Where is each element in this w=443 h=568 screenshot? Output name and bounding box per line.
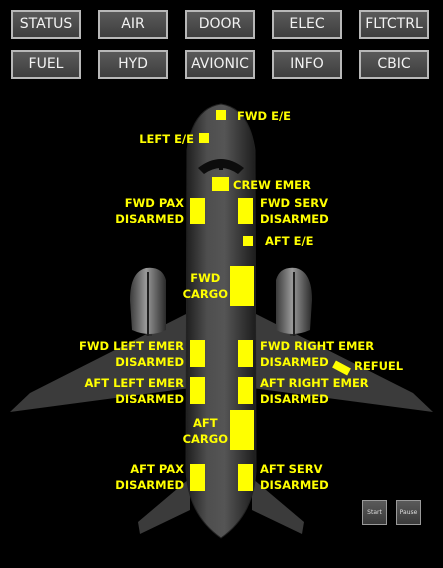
nav-info-button[interactable]: INFO — [272, 50, 342, 79]
crew-emer-label: CREW EMER — [233, 178, 311, 192]
refuel-label: REFUEL — [354, 359, 404, 373]
nav-door-button[interactable]: DOOR — [185, 10, 255, 39]
nav-fuel-button[interactable]: FUEL — [11, 50, 81, 79]
aft-serv-indicator — [238, 464, 253, 491]
fwd-left-emer-indicator — [190, 340, 205, 367]
fwd-serv-indicator — [238, 198, 253, 224]
aft-ee-indicator — [243, 236, 253, 246]
fwd-cargo-indicator — [230, 266, 254, 306]
left-ee-indicator — [199, 133, 209, 143]
nav-hyd-button[interactable]: HYD — [98, 50, 168, 79]
fwd-pax-indicator — [190, 198, 205, 224]
left-ee-label: LEFT E/E — [139, 132, 194, 146]
nav-elec-button[interactable]: ELEC — [272, 10, 342, 39]
aft-pax-indicator — [190, 464, 205, 491]
nav-fltctrl-button[interactable]: FLTCTRL — [359, 10, 429, 39]
nav-cbic-button[interactable]: CBIC — [359, 50, 429, 79]
nav-avionic-button[interactable]: AVIONIC — [185, 50, 255, 79]
fwd-ee-label: FWD E/E — [237, 109, 292, 123]
nav-air-button[interactable]: AIR — [98, 10, 168, 39]
fwd-right-emer-indicator — [238, 340, 253, 367]
aft-right-emer-indicator — [238, 377, 253, 404]
right-stabilizer — [252, 478, 304, 534]
aft-cargo-indicator — [230, 410, 254, 450]
left-stabilizer — [138, 478, 190, 534]
aft-left-emer-indicator — [190, 377, 205, 404]
crew-emer-indicator — [212, 177, 229, 191]
fwd-ee-indicator — [216, 110, 226, 120]
pause-button[interactable]: Pause — [396, 500, 421, 525]
start-button[interactable]: Start — [362, 500, 387, 525]
aft-ee-label: AFT E/E — [265, 234, 314, 248]
left-wing — [10, 312, 190, 412]
nav-status-button[interactable]: STATUS — [11, 10, 81, 39]
right-wing — [252, 312, 433, 412]
